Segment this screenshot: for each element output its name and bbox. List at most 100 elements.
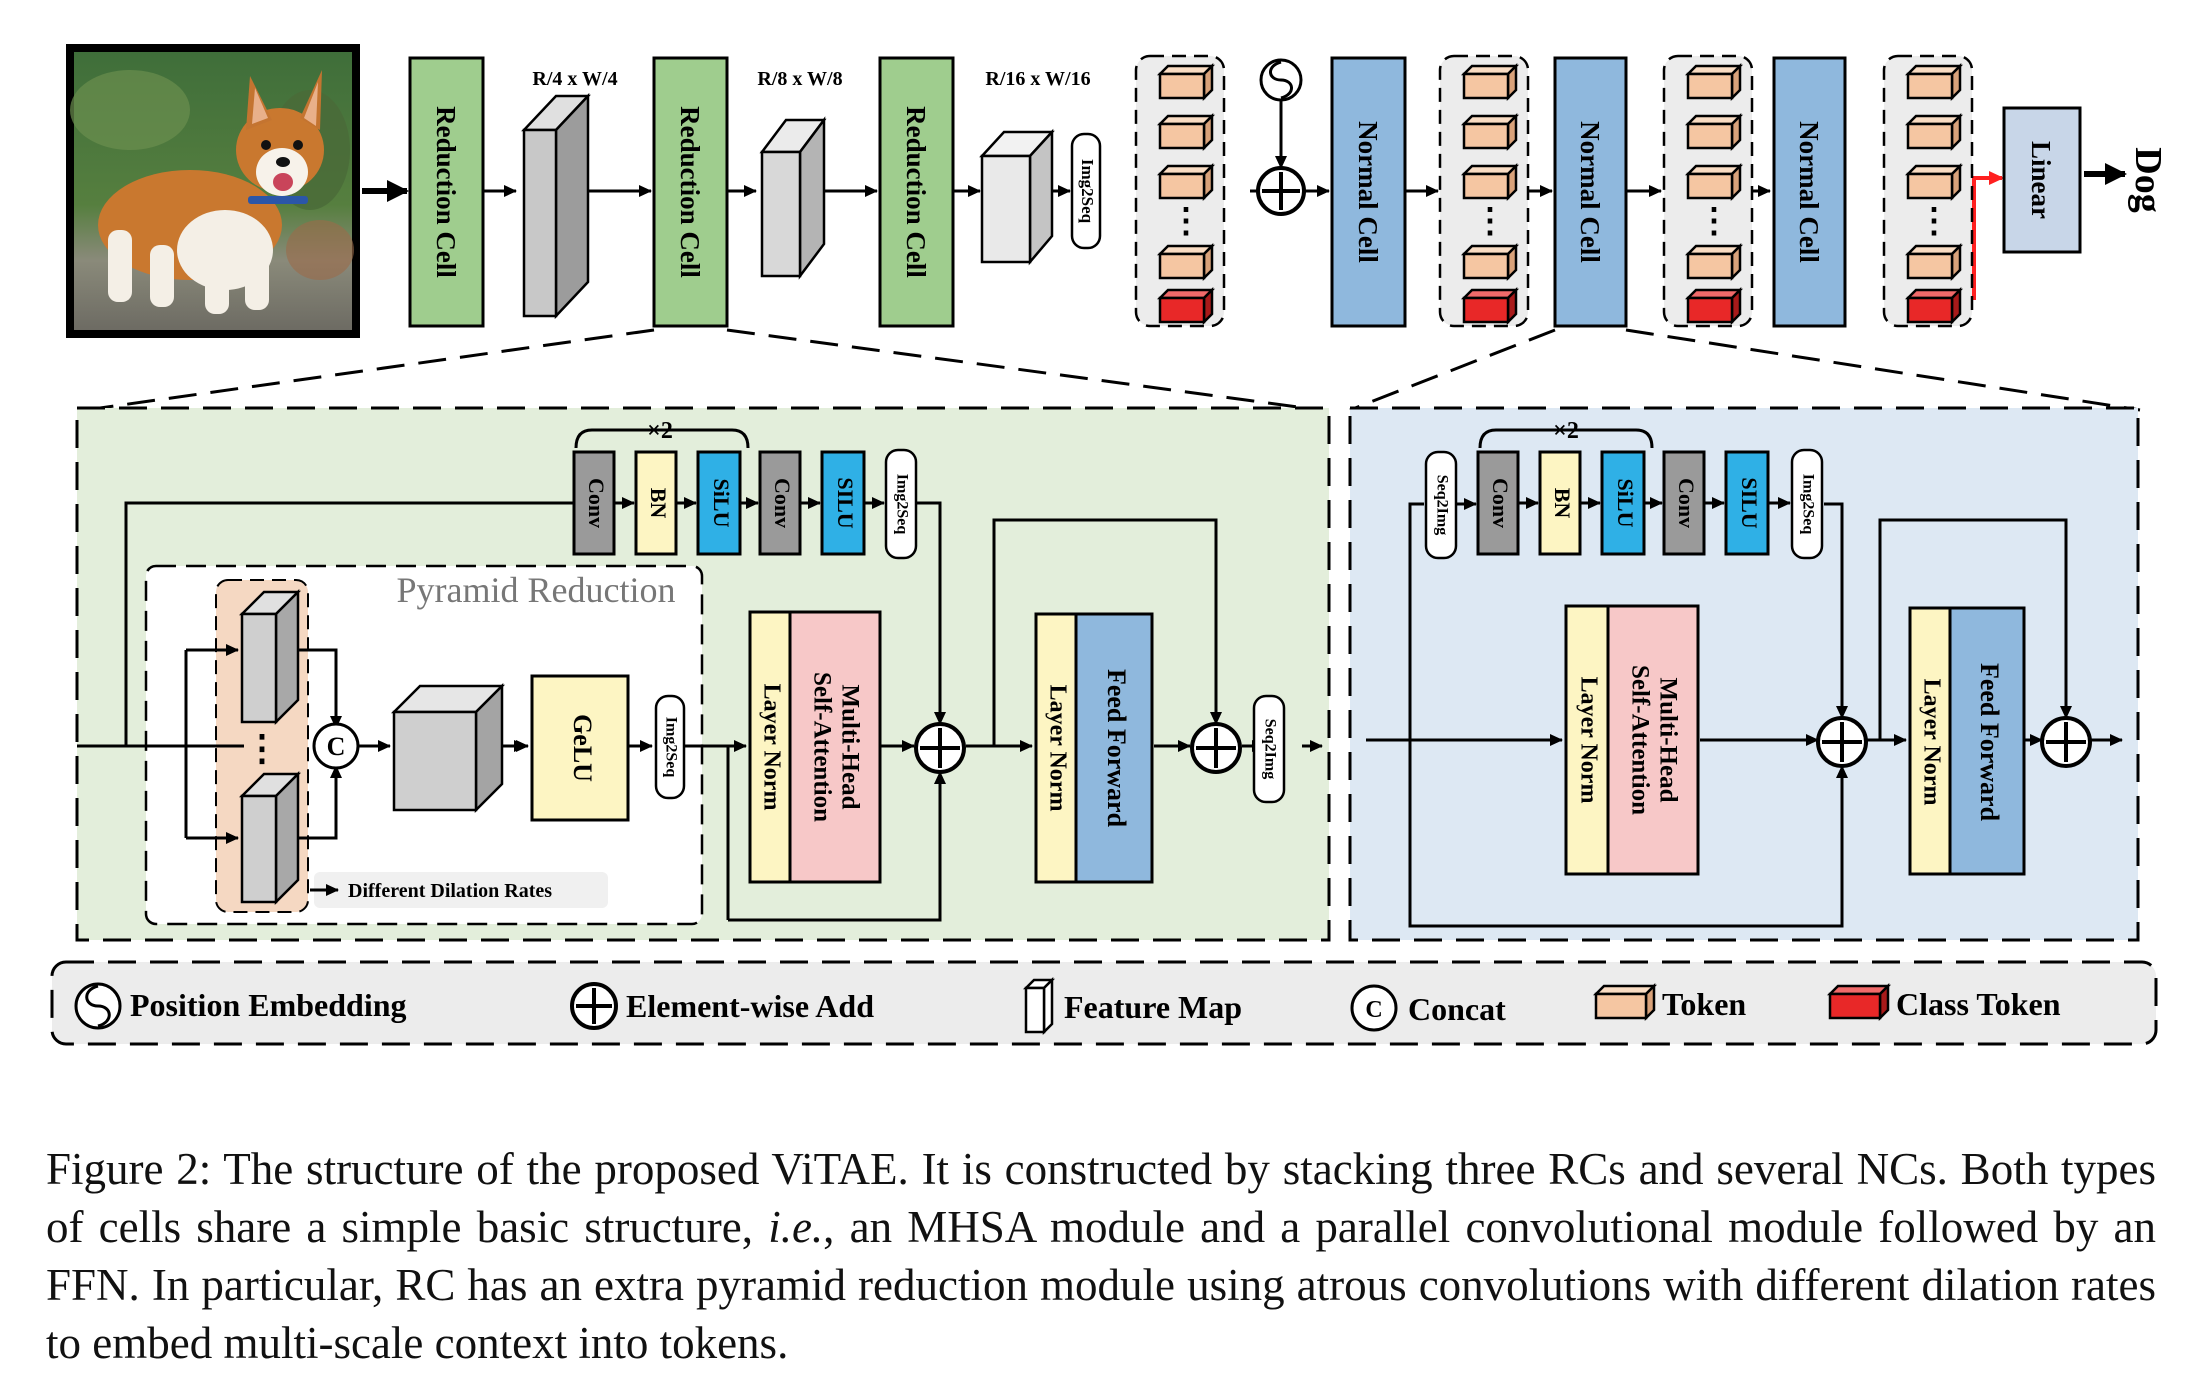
reduction-cell-2: Reduction Cell	[652, 56, 729, 328]
token	[1684, 162, 1744, 202]
seq2img-pill-nc: Seq2Img	[1424, 450, 1458, 560]
layer-norm-label: Layer Norm	[1044, 685, 1070, 812]
ellipsis-dots: ⋮	[244, 728, 280, 768]
concat-icon	[1350, 984, 1398, 1032]
silu-label: SiLU	[709, 479, 734, 528]
nc-layer-norm-1: Layer Norm	[1564, 604, 1610, 876]
ffn-label: Feed Forward	[1975, 663, 2004, 822]
token	[1904, 112, 1964, 152]
pyramid-reduction-label: Pyramid Reduction	[397, 570, 676, 610]
legend-label: Element-wise Add	[626, 988, 874, 1024]
ellipsis-dots: ⋮	[1917, 203, 1951, 240]
feature-map-icon	[1022, 976, 1056, 1036]
legend-label: Token	[1662, 986, 1746, 1022]
ellipsis-dots: ⋮	[1169, 203, 1203, 240]
nc-element-add-2	[2040, 716, 2092, 768]
token	[1684, 242, 1744, 282]
token	[1460, 242, 1520, 282]
normal-cell-label: Normal Cell	[1353, 121, 1383, 263]
rc-conv-block-1: Conv	[572, 450, 616, 556]
normal-cell-label: Normal Cell	[1794, 121, 1824, 263]
img2seq-pill-rc-conv: Img2Seq	[884, 448, 918, 560]
bn-label: BN	[1550, 488, 1575, 519]
token-icon	[1592, 982, 1658, 1022]
caption-ie: i.e.	[768, 1202, 824, 1252]
img2seq-label: Img2Seq	[893, 474, 910, 535]
layer-norm-label: Layer Norm	[1918, 679, 1944, 806]
concatenated-feature-cube	[390, 682, 506, 814]
img2seq-pill-rc-pyramid: Img2Seq	[654, 694, 686, 800]
class-token	[1904, 286, 1964, 326]
concat-letter: C	[327, 732, 346, 761]
dilated-conv-map-1	[238, 588, 302, 726]
figure-caption: Figure 2: The structure of the proposed …	[46, 1140, 2156, 1372]
rc-mhsa-block: Multi-Head Self-Attention	[788, 610, 882, 884]
token	[1684, 112, 1744, 152]
token	[1460, 62, 1520, 102]
reduction-cell-label: Reduction Cell	[431, 106, 461, 278]
rc-element-add-1	[914, 722, 966, 774]
class-token	[1156, 286, 1216, 326]
concat-letter: C	[1365, 997, 1382, 1023]
img2seq-pill-nc: Img2Seq	[1790, 448, 1824, 560]
token	[1904, 162, 1964, 202]
rc-bn-block: BN	[634, 450, 678, 556]
linear-label: Linear	[2026, 141, 2056, 219]
reduction-cell-1: Reduction Cell	[408, 56, 485, 328]
nc-conv-block-1: Conv	[1476, 450, 1520, 556]
silu-label: SILU	[1737, 477, 1762, 528]
token	[1460, 162, 1520, 202]
input-image-dog	[66, 44, 360, 338]
times2-brace-rc	[574, 428, 750, 449]
conv-label: Conv	[1674, 478, 1699, 528]
token	[1156, 112, 1216, 152]
caption-text-2: , an MHSA module and a parallel convolut…	[46, 1202, 2156, 1368]
mhsa-label-line1: Multi-Head	[836, 685, 863, 810]
legend-label: Class Token	[1896, 986, 2061, 1022]
ellipsis-dots: ⋮	[1697, 203, 1731, 240]
legend-feature-map: Feature Map	[1022, 976, 1242, 1036]
token	[1156, 162, 1216, 202]
legend-label: Feature Map	[1064, 989, 1242, 1025]
legend-label: Concat	[1408, 991, 1506, 1027]
dilated-conv-map-2	[238, 770, 302, 906]
rc-layer-norm-2: Layer Norm	[1034, 612, 1078, 884]
output-label-dog: Dog	[2127, 147, 2169, 212]
dilation-text: Different Dilation Rates	[348, 880, 552, 902]
resolution-label-r16: R/16 x W/16	[985, 68, 1090, 90]
resolution-label-r8: R/8 x W/8	[757, 68, 842, 90]
normal-cell-2: Normal Cell	[1553, 56, 1628, 328]
normal-cell-1: Normal Cell	[1330, 56, 1407, 328]
layer-norm-label: Layer Norm	[758, 684, 784, 811]
rc-layer-norm-1: Layer Norm	[748, 610, 792, 884]
legend-position-embedding: Position Embedding	[74, 982, 407, 1030]
conv-label: Conv	[770, 478, 795, 528]
caption-text-1: Figure 2: The structure of the proposed …	[46, 1144, 2156, 1252]
concat-icon: C	[312, 722, 360, 770]
nc-element-add-1	[1816, 716, 1868, 768]
times2-brace-nc	[1478, 428, 1654, 449]
nc-silu-block-1: SiLU	[1600, 450, 1646, 556]
silu-label: SILU	[833, 477, 858, 528]
token	[1904, 242, 1964, 282]
normal-cell-3: Normal Cell	[1772, 56, 1847, 328]
nc-ffn-block: Feed Forward	[1948, 606, 2026, 876]
rc-silu-block-1: SiLU	[696, 450, 742, 556]
token	[1156, 62, 1216, 102]
feature-map-r16	[979, 128, 1055, 266]
nc-mhsa-block: Multi-Head Self-Attention	[1606, 604, 1700, 876]
reduction-cell-label: Reduction Cell	[901, 106, 931, 278]
token	[1684, 62, 1744, 102]
silu-label: SiLU	[1613, 479, 1638, 528]
rc-element-add-2	[1190, 722, 1242, 774]
nc-conv-block-2: Conv	[1662, 450, 1706, 556]
rc-silu-block-2: SILU	[820, 450, 866, 556]
seq2img-pill-rc: Seq2Img	[1252, 694, 1286, 804]
conv-label: Conv	[1488, 478, 1513, 528]
mhsa-label-line2: Self-Attention	[808, 672, 835, 822]
feature-map-r8	[759, 116, 827, 280]
zoom-guides	[85, 328, 2141, 412]
resolution-label-r4: R/4 x W/4	[532, 68, 617, 90]
seq2img-label: Seq2Img	[1261, 719, 1278, 779]
